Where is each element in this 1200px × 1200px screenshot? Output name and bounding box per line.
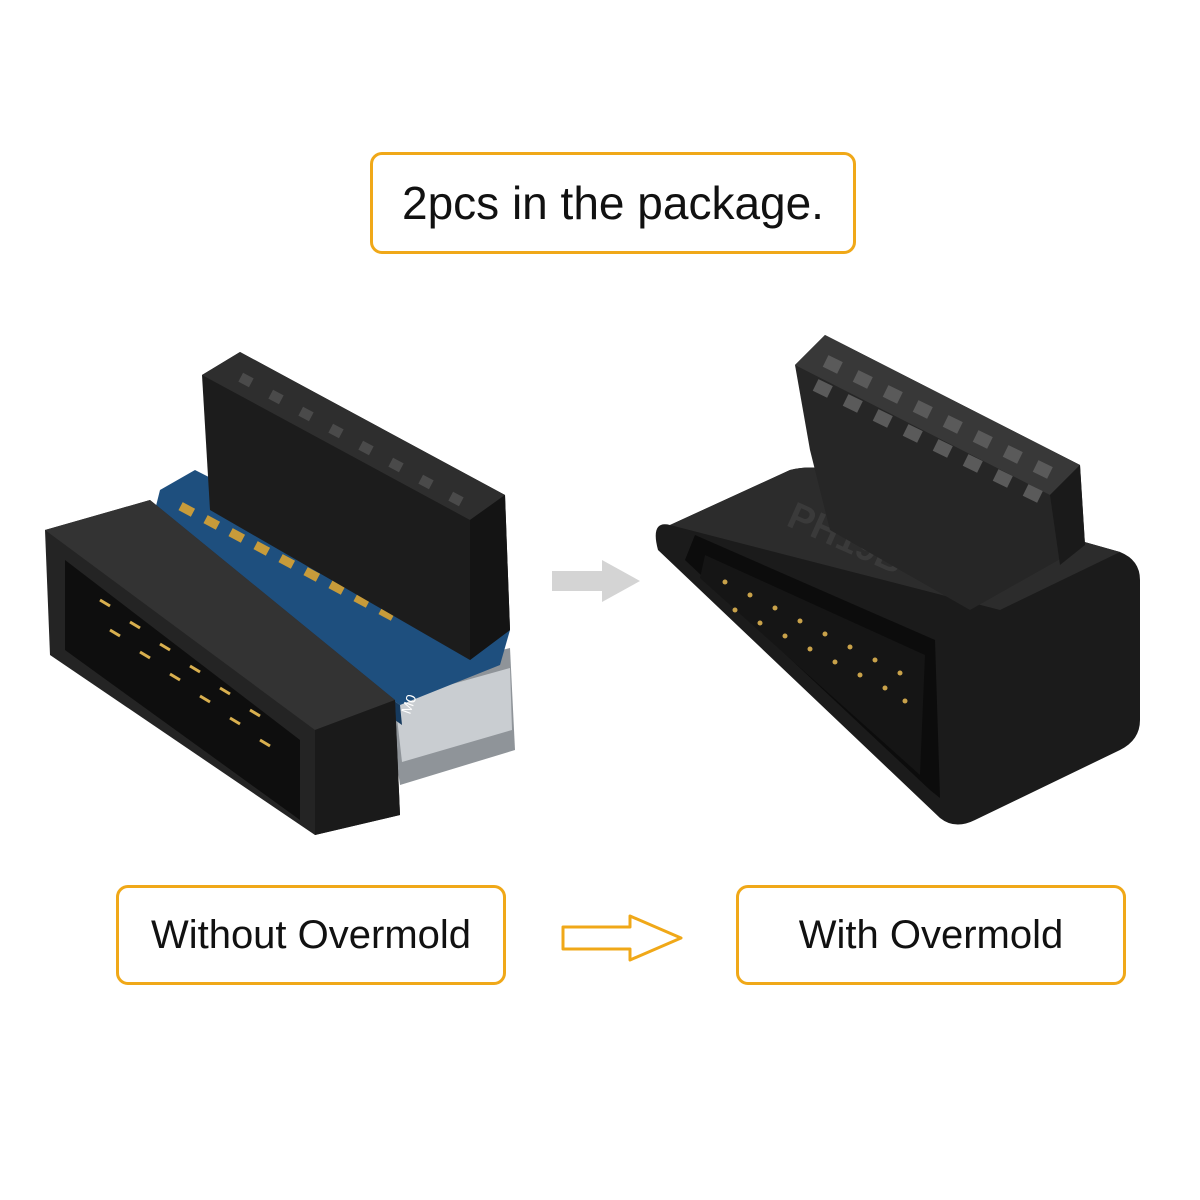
adapter-without-overmold-image: M0: [45, 352, 515, 835]
pcb-marking: M0: [398, 692, 420, 716]
without-overmold-label: Without Overmold: [116, 885, 506, 985]
package-count-label: 2pcs in the package.: [370, 152, 856, 254]
gray-arrow-icon: [552, 560, 640, 602]
with-overmold-label: With Overmold: [736, 885, 1126, 985]
orange-arrow-icon: [561, 914, 683, 962]
with-overmold-text: With Overmold: [798, 912, 1064, 957]
without-overmold-text: Without Overmold: [150, 912, 472, 957]
adapter-with-overmold-image: PH19B: [655, 335, 1140, 825]
package-count-text: 2pcs in the package.: [402, 177, 824, 229]
